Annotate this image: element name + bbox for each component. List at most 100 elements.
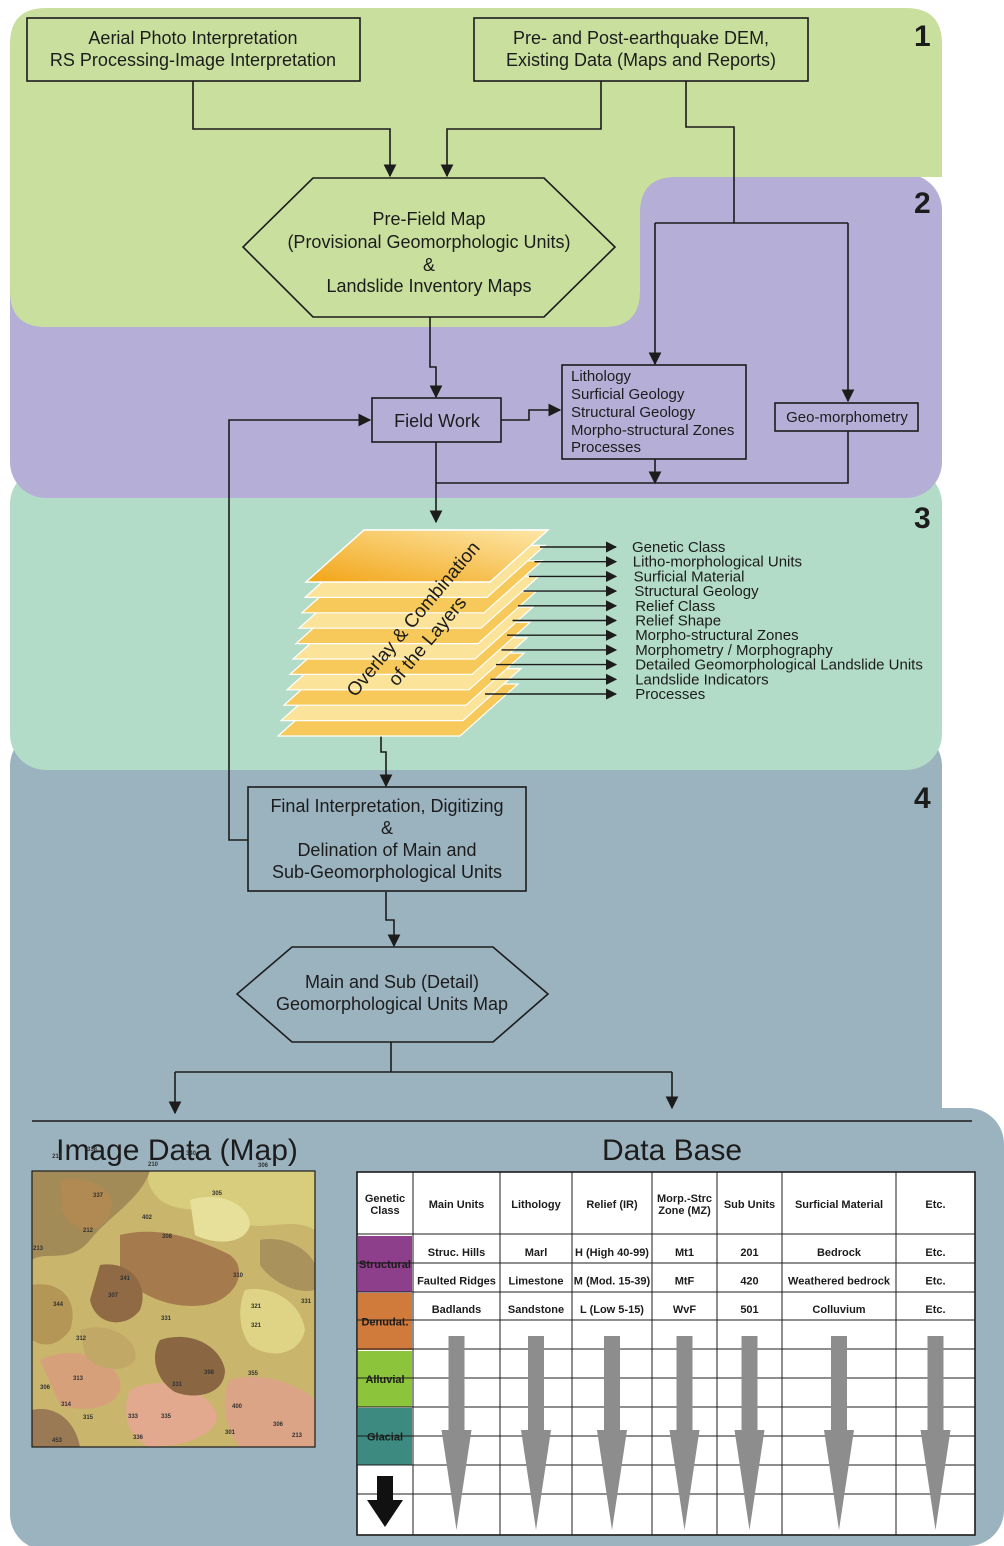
layer-label: Surficial Material	[634, 568, 745, 585]
final-line-2: &	[381, 818, 393, 838]
table-header: Main Units	[429, 1199, 485, 1211]
stage-number-1: 1	[914, 20, 931, 53]
table-header: Sub Units	[724, 1199, 775, 1211]
final-line-1: Final Interpretation, Digitizing	[270, 796, 503, 816]
layer-label: Morphometry / Morphography	[635, 642, 833, 659]
dem-data-box	[473, 17, 809, 82]
map-unit-label: 313	[73, 1376, 84, 1382]
map-unit-label: 301	[225, 1430, 236, 1436]
map-unit-label: 331	[172, 1382, 183, 1388]
table-cell: H (High 40-99)	[575, 1247, 649, 1259]
aerial-photo-box	[26, 17, 361, 82]
map-unit-label: 211	[52, 1154, 62, 1160]
table-cell: Etc.	[925, 1276, 945, 1288]
geomorphometry-label: Geo-morphometry	[786, 409, 908, 426]
grey-down-arrow-icon	[521, 1336, 551, 1530]
table-cell: M (Mod. 15-39)	[574, 1276, 651, 1288]
table-header: Morp.-Strc	[657, 1193, 712, 1205]
class-swatch	[358, 1293, 412, 1350]
theme-item: Processes	[571, 439, 641, 456]
map-unit-label: 212	[83, 1228, 94, 1234]
theme-item: Lithology	[571, 368, 632, 385]
prefield-line-4: Landslide Inventory Maps	[326, 276, 531, 296]
table-cell: L (Low 5-15)	[580, 1304, 644, 1316]
table-cell: MtF	[675, 1276, 695, 1288]
map-unit-label: 321	[251, 1304, 262, 1310]
class-swatch	[358, 1351, 412, 1407]
map-unit-label: 305	[212, 1191, 223, 1197]
grey-down-arrow-icon	[734, 1336, 765, 1530]
table-cell: Marl	[525, 1247, 548, 1259]
prefield-line-3: &	[423, 255, 435, 275]
map-unit-label: 335	[161, 1414, 172, 1420]
map-unit-label: 310	[233, 1273, 244, 1279]
layer-label: Relief Shape	[635, 613, 721, 630]
map-unit-label: 331	[161, 1316, 172, 1322]
database-title: Data Base	[602, 1134, 742, 1167]
layer-label: Relief Class	[635, 598, 715, 615]
grey-down-arrow-icon	[669, 1336, 700, 1530]
map-unit-label: 312	[76, 1336, 87, 1342]
map-unit-label: 340	[186, 1151, 197, 1157]
map-unit-label: 337	[93, 1193, 104, 1199]
table-header: Relief (IR)	[586, 1199, 638, 1211]
map-unit-label: 355	[248, 1371, 259, 1377]
table-cell: Limestone	[508, 1276, 563, 1288]
table-cell: Faulted Ridges	[417, 1276, 496, 1288]
image-data-title: Image Data (Map)	[56, 1134, 298, 1167]
layer-label: Processes	[635, 686, 705, 703]
map-unit-label: 321	[251, 1323, 262, 1329]
table-header: Etc.	[925, 1199, 945, 1211]
table-header: Zone (MZ)	[658, 1205, 711, 1217]
table-header: Class	[370, 1205, 399, 1217]
table-cell: 420	[740, 1276, 758, 1288]
layer-label: Morpho-structural Zones	[635, 627, 798, 644]
field-work-box	[371, 397, 502, 443]
theme-item: Morpho-structural Zones	[571, 422, 734, 439]
genetic-class-swatches	[358, 1236, 412, 1465]
prefield-map-hexagon	[241, 177, 617, 318]
map-unit-label: 306	[258, 1163, 269, 1169]
table-cell: Mt1	[675, 1247, 694, 1259]
units-map-hexagon	[235, 946, 550, 1043]
map-unit-label: 306	[273, 1422, 284, 1428]
map-unit-label: 213	[292, 1433, 303, 1439]
final-interpretation-box	[247, 786, 527, 892]
connectors	[168, 81, 855, 1115]
table-cell: 501	[740, 1304, 758, 1316]
table-header: Lithology	[511, 1199, 561, 1211]
table-cell: Etc.	[925, 1247, 945, 1259]
map-unit-label: 402	[142, 1215, 153, 1221]
map-unit-label: 453	[52, 1438, 63, 1444]
geomorphometry-box	[774, 402, 919, 432]
table-cell: Struc. Hills	[428, 1247, 485, 1259]
map-unit-label: 308	[162, 1234, 173, 1240]
map-unit-label: 338	[87, 1147, 98, 1153]
map-unit-label: 398	[204, 1370, 215, 1376]
map-unit-label: 307	[108, 1293, 119, 1299]
final-line-3: Delination of Main and	[297, 840, 476, 860]
aerial-photo-line-2: RS Processing-Image Interpretation	[50, 50, 336, 70]
stage-number-4: 4	[914, 782, 931, 815]
map-unit-label: 400	[232, 1404, 243, 1410]
black-down-arrow-icon	[367, 1476, 403, 1527]
map-unit-label: 213	[33, 1246, 44, 1252]
grey-down-arrow-icon	[824, 1336, 854, 1530]
table-cell: Badlands	[432, 1304, 482, 1316]
aerial-photo-line-1: Aerial Photo Interpretation	[88, 28, 297, 48]
themes-box	[561, 364, 747, 460]
grey-down-arrow-icon	[441, 1336, 472, 1530]
class-label: Denudat.	[361, 1317, 408, 1329]
prefield-line-2: (Provisional Geomorphologic Units)	[287, 232, 570, 252]
dem-data-line-2: Existing Data (Maps and Reports)	[506, 50, 776, 70]
units-map-line-1: Main and Sub (Detail)	[305, 972, 479, 992]
map-unit-label: 341	[120, 1276, 131, 1282]
grey-down-arrow-icon	[920, 1336, 951, 1530]
theme-item: Structural Geology	[571, 404, 696, 421]
